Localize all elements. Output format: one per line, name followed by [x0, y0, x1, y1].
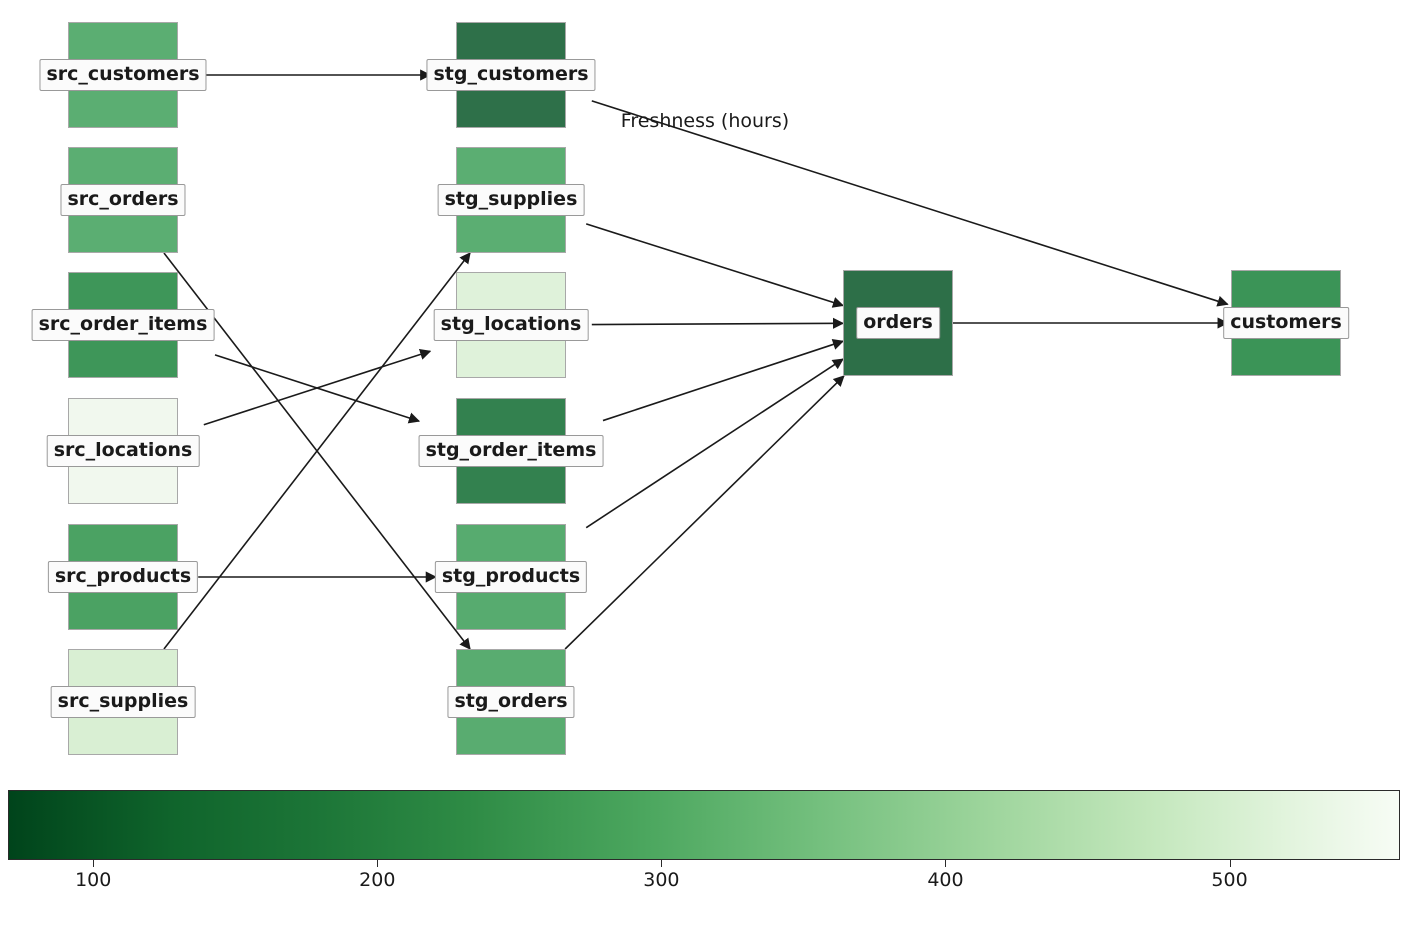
freshness-colorbar: 100 200 300 400 500 — [8, 790, 1400, 891]
colorbar-gradient — [8, 790, 1400, 860]
node-label-stg_orders[interactable]: stg_orders — [447, 686, 575, 718]
edge-stg_supplies-to-orders — [585, 223, 845, 308]
colorbar-axis-label: Freshness (hours) — [620, 110, 790, 132]
colorbar-tick-100 — [93, 860, 95, 867]
edge-src_locations-to-stg_locations — [203, 349, 432, 426]
node-label-src_order_items[interactable]: src_order_items — [31, 309, 215, 341]
colorbar-tick-500 — [1229, 860, 1231, 867]
colorbar-tick-label-100: 100 — [75, 869, 112, 891]
node-label-src_products[interactable]: src_products — [47, 561, 199, 593]
edge-stg_order_items-to-orders — [602, 339, 845, 422]
node-label-stg_order_items[interactable]: stg_order_items — [418, 435, 604, 467]
colorbar-tick-label-200: 200 — [359, 869, 396, 891]
colorbar-tick-400 — [945, 860, 947, 867]
edge-stg_products-to-orders — [585, 358, 844, 529]
node-label-orders[interactable]: orders — [856, 307, 940, 339]
node-label-src_locations[interactable]: src_locations — [46, 435, 200, 467]
node-label-stg_products[interactable]: stg_products — [434, 561, 588, 593]
node-label-stg_customers[interactable]: stg_customers — [426, 59, 596, 91]
edge-stg_locations-to-orders — [591, 317, 845, 329]
node-label-src_customers[interactable]: src_customers — [39, 59, 207, 91]
colorbar-tick-label-400: 400 — [927, 869, 964, 891]
node-label-src_supplies[interactable]: src_supplies — [50, 686, 196, 718]
node-label-customers[interactable]: customers — [1223, 307, 1349, 339]
colorbar-tick-300 — [661, 860, 663, 867]
colorbar-tick-label-500: 500 — [1211, 869, 1248, 891]
edge-src_order_items-to-stg_order_items — [214, 354, 421, 424]
edge-stg_orders-to-orders — [564, 375, 845, 650]
node-label-stg_locations[interactable]: stg_locations — [433, 309, 589, 341]
colorbar-tick-label-300: 300 — [643, 869, 680, 891]
node-label-src_orders[interactable]: src_orders — [60, 184, 186, 216]
colorbar-tick-200 — [377, 860, 379, 867]
node-label-stg_supplies[interactable]: stg_supplies — [437, 184, 585, 216]
